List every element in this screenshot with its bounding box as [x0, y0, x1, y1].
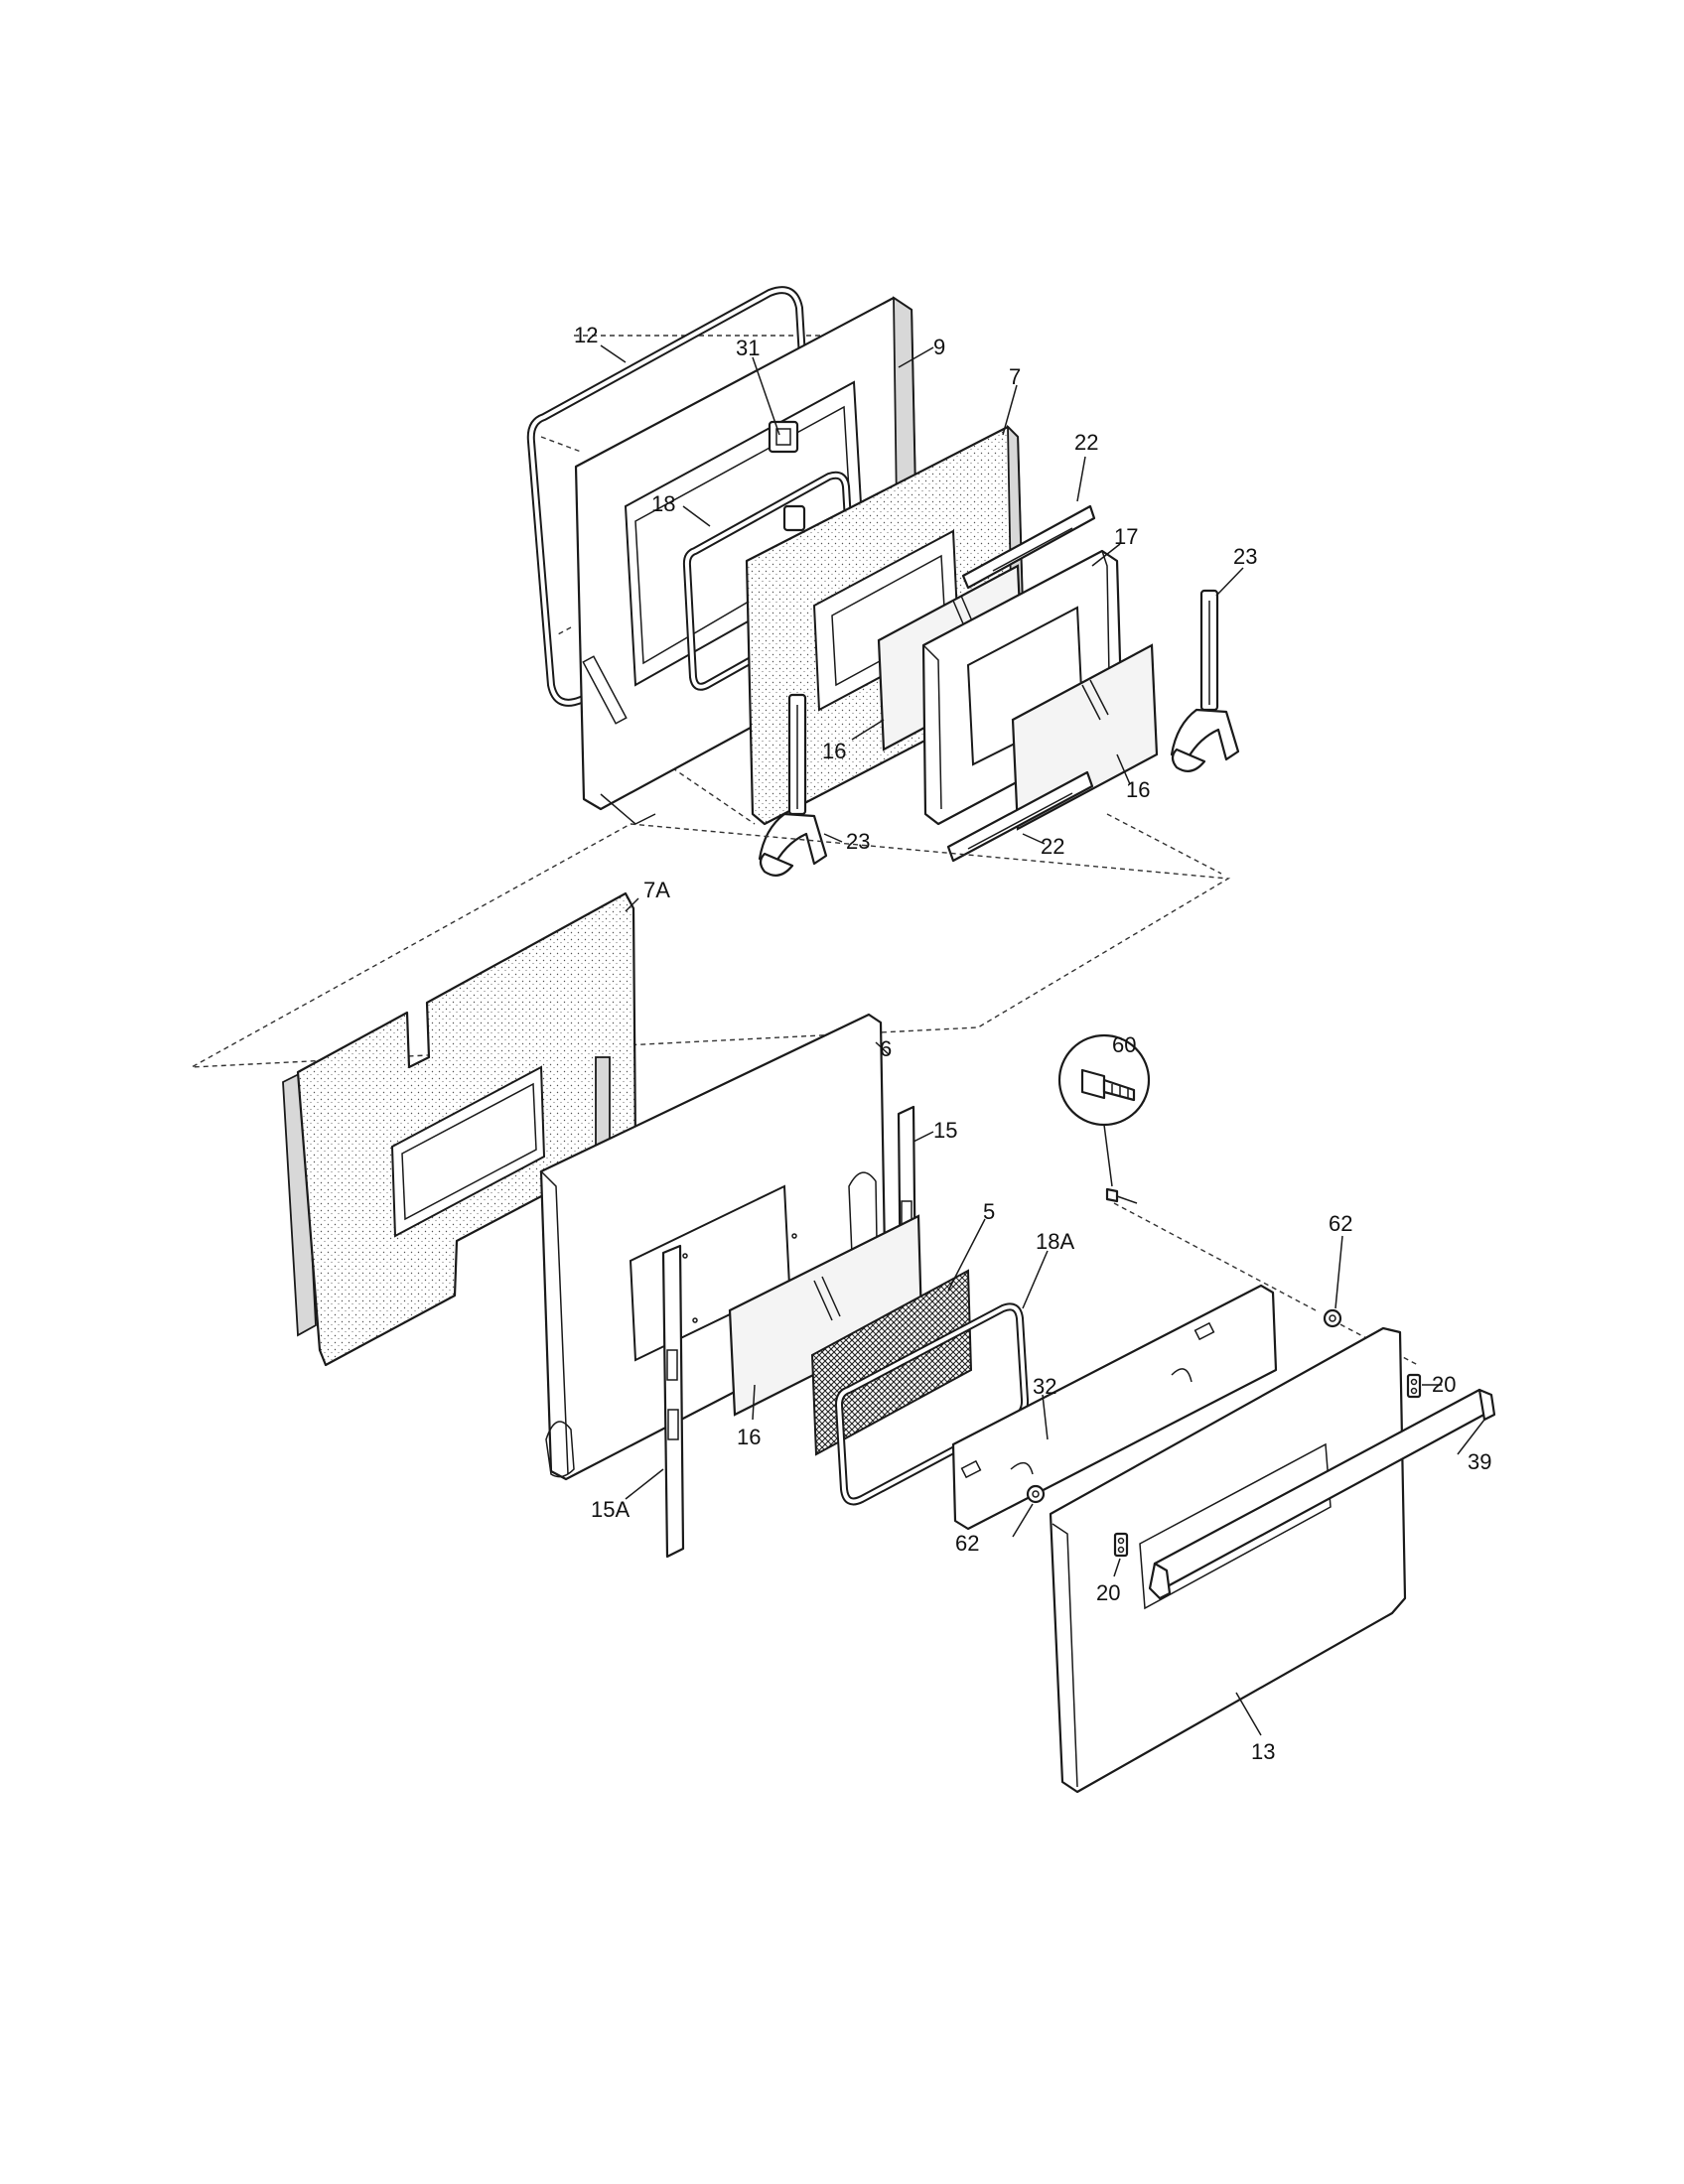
- callout-16-lower: 16: [737, 1425, 761, 1449]
- callout-15: 15: [933, 1118, 957, 1143]
- callout-15a: 15A: [591, 1497, 630, 1522]
- callout-62-top: 62: [1329, 1211, 1352, 1236]
- callout-23-left: 23: [846, 829, 870, 854]
- callout-20-left: 20: [1096, 1580, 1120, 1605]
- part-32-bracket: [951, 1284, 1278, 1531]
- part-20-handle-mount-right: [1406, 1373, 1422, 1399]
- callout-23-right: 23: [1233, 544, 1257, 569]
- part-39-handle: [1148, 1388, 1496, 1600]
- callout-13: 13: [1251, 1739, 1275, 1764]
- part-20-handle-mount-left: [1113, 1532, 1129, 1558]
- callout-leaders: [600, 344, 1485, 1736]
- callout-22-lower: 22: [1041, 834, 1064, 859]
- part-23-hinge-left: [758, 693, 828, 877]
- part-16-inner-glass-b: [1011, 643, 1159, 831]
- callout-labels: 12 31 9 7 22 18 17 23 16 16 23 22 7A 6 6…: [574, 323, 1491, 1764]
- part-31-latch-clip: [768, 420, 806, 532]
- part-5-mesh-screen: [810, 1269, 973, 1456]
- callout-18: 18: [651, 491, 675, 516]
- part-22-lower-channel: [946, 770, 1094, 863]
- callout-60: 60: [1112, 1032, 1136, 1057]
- callout-32: 32: [1033, 1374, 1056, 1399]
- callout-18a: 18A: [1036, 1229, 1074, 1254]
- callout-9: 9: [933, 335, 945, 359]
- part-22-upper-channel: [961, 504, 1096, 590]
- callout-17: 17: [1114, 524, 1138, 549]
- callout-12: 12: [574, 323, 598, 347]
- callout-16-upper-left: 16: [822, 739, 846, 763]
- callout-7: 7: [1009, 364, 1021, 389]
- part-60-screw-detail: [1057, 1033, 1151, 1204]
- callout-7a: 7A: [643, 878, 670, 902]
- part-62-spacer-bottom: [1026, 1484, 1046, 1504]
- callout-16-upper-right: 16: [1126, 777, 1150, 802]
- part-62-spacer-top: [1323, 1308, 1342, 1328]
- part-23-hinge-right: [1170, 589, 1240, 772]
- part-15a-left-channel: [661, 1244, 685, 1559]
- part-13-outer-door: [1049, 1326, 1407, 1794]
- callout-62-bottom: 62: [955, 1531, 979, 1556]
- callout-22-upper: 22: [1074, 430, 1098, 455]
- callout-31: 31: [736, 336, 760, 360]
- callout-20-right: 20: [1432, 1372, 1456, 1397]
- part-7a-insulation: [282, 891, 637, 1367]
- callout-5: 5: [983, 1199, 995, 1224]
- callout-39: 39: [1468, 1449, 1491, 1474]
- callout-6: 6: [880, 1036, 892, 1061]
